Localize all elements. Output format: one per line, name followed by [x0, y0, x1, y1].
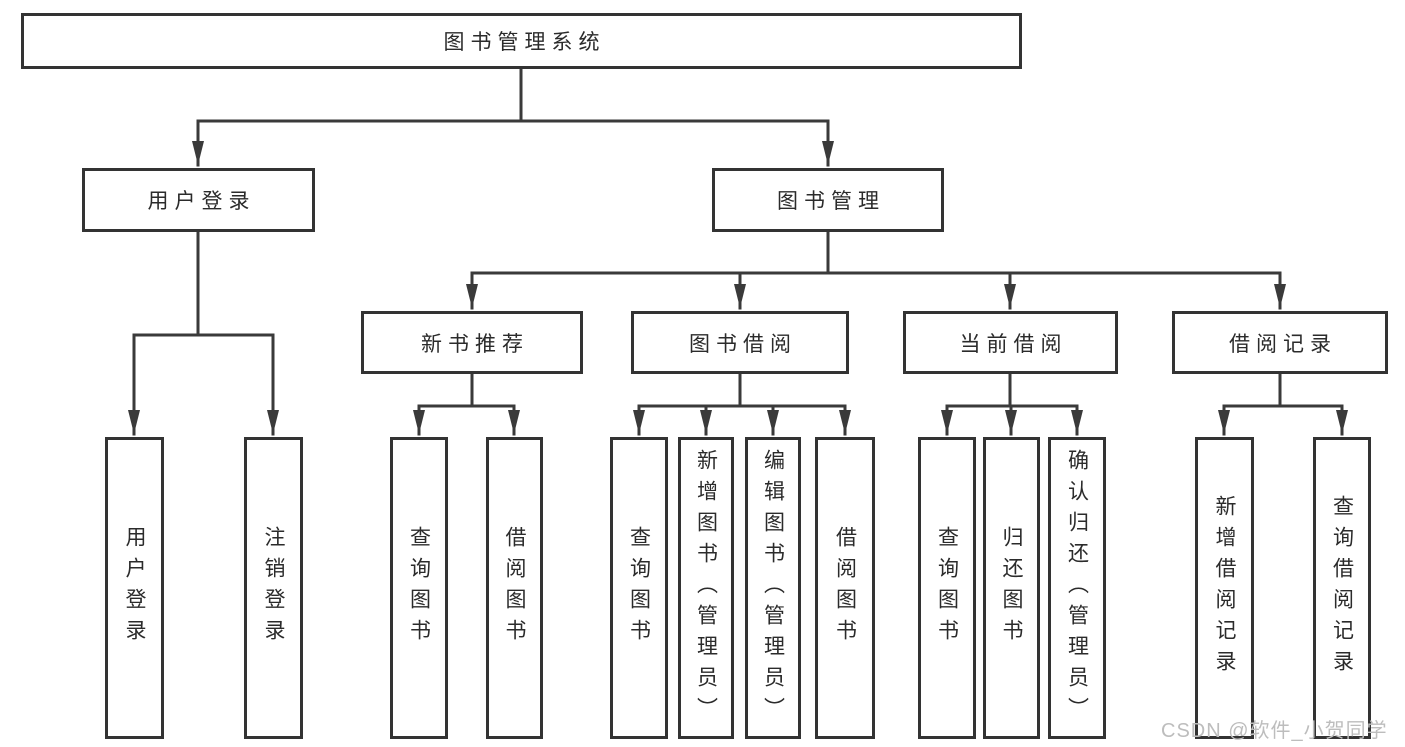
- node-label: 新书推荐: [421, 332, 529, 356]
- node-label: 借阅图书: [833, 526, 857, 650]
- node-label: 图书管理: [777, 190, 885, 213]
- node-label: 编辑图书（管理员）: [761, 448, 785, 728]
- node-label: 用户登录: [147, 190, 256, 213]
- node-label: 当前借阅: [959, 332, 1068, 356]
- leaf-query-books-current: 查询图书: [918, 437, 976, 739]
- node-label: 查询图书: [935, 526, 959, 650]
- leaf-borrow-books-recommend: 借阅图书: [486, 437, 543, 739]
- leaf-query-books-recommend: 查询图书: [390, 437, 448, 739]
- node-label: 注销登录: [262, 526, 285, 650]
- node-label: 图书借阅: [689, 332, 797, 356]
- node-label: 归还图书: [1000, 526, 1023, 650]
- node-label: 查询图书: [627, 526, 651, 650]
- connector-group: [128, 67, 1348, 436]
- node-user-login: 用户登录: [82, 168, 315, 232]
- node-label: 确认归还（管理员）: [1065, 448, 1089, 728]
- node-label: 图书管理系统: [443, 31, 606, 54]
- node-label: 查询借阅记录: [1330, 495, 1354, 681]
- node-current-borrowing: 当前借阅: [903, 311, 1118, 374]
- node-book-management: 图书管理: [712, 168, 944, 232]
- node-label: 借阅图书: [503, 526, 526, 650]
- leaf-query-borrow-record: 查询借阅记录: [1313, 437, 1371, 739]
- leaf-logout: 注销登录: [244, 437, 303, 739]
- leaf-return-books: 归还图书: [983, 437, 1040, 739]
- leaf-borrow-books: 借阅图书: [815, 437, 875, 739]
- node-label: 查询图书: [407, 526, 431, 650]
- csdn-watermark: CSDN @软件_小贺同学: [1161, 720, 1388, 742]
- node-borrowing-records: 借阅记录: [1172, 311, 1388, 374]
- node-label: 新增图书（管理员）: [694, 448, 718, 728]
- node-label: 新增借阅记录: [1213, 495, 1236, 681]
- node-new-book-recommend: 新书推荐: [361, 311, 583, 374]
- leaf-user-login: 用户登录: [105, 437, 164, 739]
- leaf-edit-books-admin: 编辑图书（管理员）: [745, 437, 801, 739]
- leaf-confirm-return-admin: 确认归还（管理员）: [1048, 437, 1106, 739]
- node-library-management-system: 图书管理系统: [21, 13, 1022, 69]
- node-book-borrowing: 图书借阅: [631, 311, 849, 374]
- leaf-query-books-borrowing: 查询图书: [610, 437, 668, 739]
- leaf-add-borrow-record: 新增借阅记录: [1195, 437, 1254, 739]
- leaf-add-books-admin: 新增图书（管理员）: [678, 437, 734, 739]
- node-label: 借阅记录: [1229, 332, 1337, 356]
- node-label: 用户登录: [123, 526, 146, 650]
